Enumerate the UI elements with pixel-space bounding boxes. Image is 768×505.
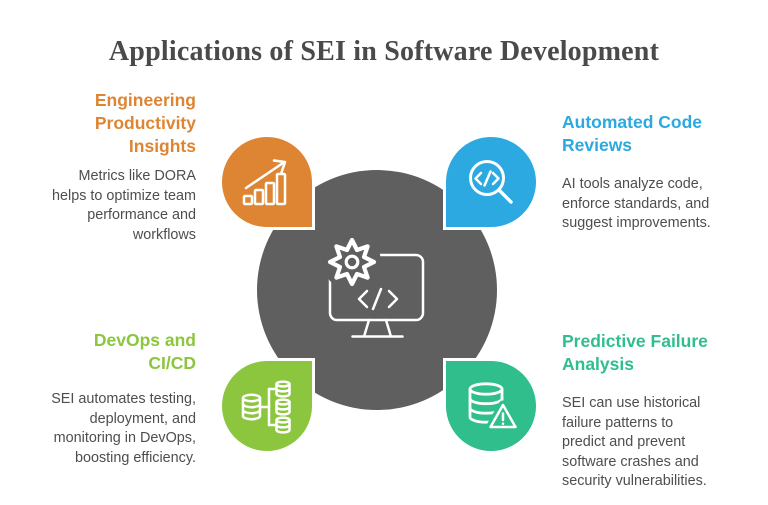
code-review-magnifier-icon: [469, 160, 513, 204]
teardrop-devops: [219, 358, 315, 454]
trend-arrow-shaft: [244, 161, 285, 190]
page-title: Applications of SEI in Software Developm…: [108, 36, 660, 67]
teardrop-code-reviews: [443, 134, 539, 230]
heading-engineering-productivity-insights: Engineering Productivity Insights: [94, 90, 196, 156]
database-pipeline-icon: [241, 380, 291, 434]
gear-hub: [344, 254, 360, 270]
heading-predictive-failure-analysis: Predictive Failure Analysis: [562, 331, 708, 374]
monitor-gear-code-icon: [323, 233, 425, 338]
trend-arrow-head: [272, 159, 287, 174]
code-slash: [371, 287, 383, 311]
teardrop-engineering: [219, 134, 315, 230]
body-engineering-productivity-insights: Metrics like DORA helps to optimize team…: [52, 168, 196, 243]
magnifier-lens: [469, 160, 505, 196]
heading-devops-cicd: DevOps and CI/CD: [93, 330, 196, 373]
stand-left: [363, 318, 371, 337]
heading-automated-code-reviews: Automated Code Reviews: [562, 112, 702, 155]
body-devops-cicd: SEI automates testing, deployment, and m…: [51, 391, 196, 466]
code-right-chevron: [387, 289, 399, 309]
body-predictive-failure-analysis: SEI can use historical failure patterns …: [562, 395, 707, 489]
magnifier-handle: [497, 188, 513, 204]
body-automated-code-reviews: AI tools analyze code, enforce standards…: [562, 176, 711, 231]
stand-right: [384, 318, 392, 337]
growth-chart-icon: [242, 159, 287, 206]
gear-icon: [327, 237, 377, 287]
teardrop-predictive-failure: [443, 358, 539, 454]
code-left-chevron: [357, 289, 369, 309]
database-alert-icon: [468, 382, 520, 432]
